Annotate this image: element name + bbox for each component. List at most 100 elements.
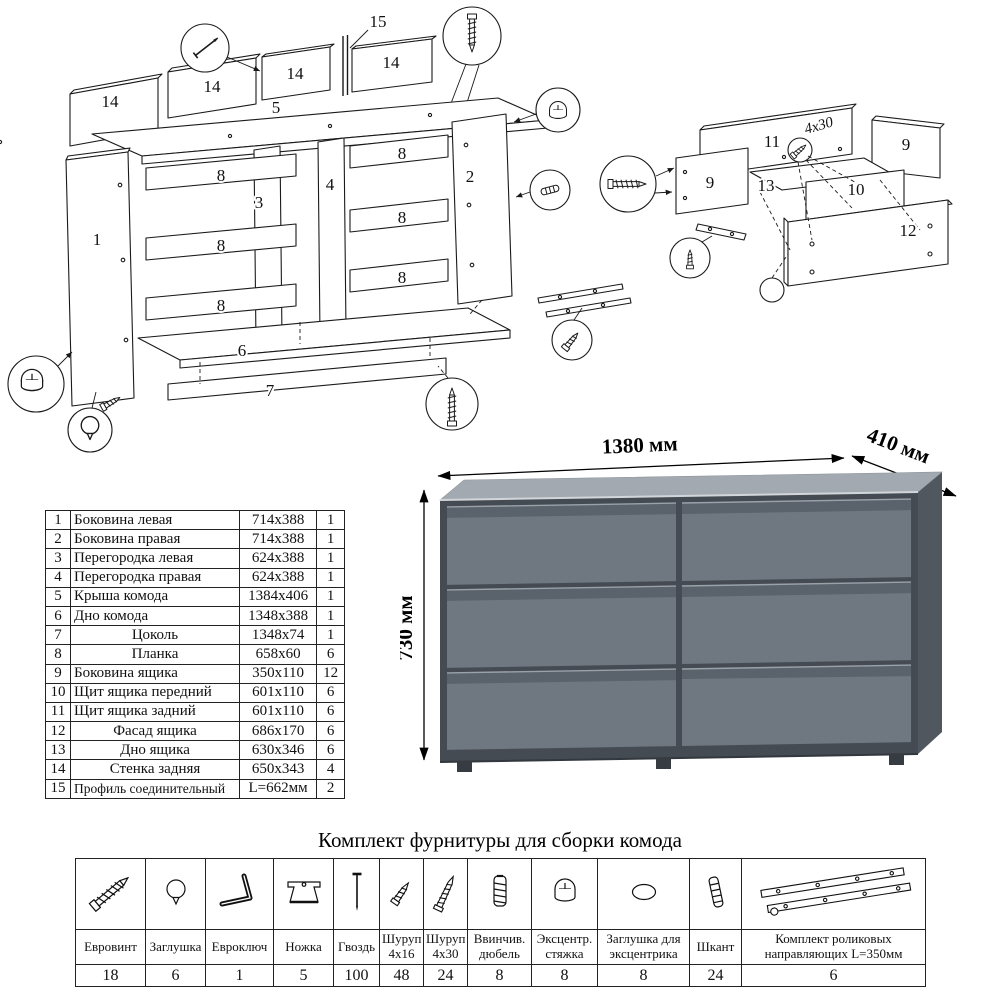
dresser-leg: [889, 754, 904, 765]
nail-icon: [352, 872, 361, 911]
hardware-name: Шуруп 4х30: [423, 929, 468, 965]
hardware-name: Ножка: [273, 929, 334, 965]
hardware-name: Гвоздь: [333, 929, 380, 965]
plank: [145, 283, 297, 321]
hardware-qty: 24: [689, 964, 742, 987]
screw-callout-slide: [551, 307, 593, 361]
drawer-front: [681, 664, 912, 746]
hardware-qty: 6: [145, 964, 206, 987]
dowel-position-marker: [759, 253, 789, 303]
part-label-11: 11: [764, 132, 780, 151]
bottom-panel: [137, 307, 511, 369]
hardware-qty: 6: [741, 964, 926, 987]
dresser-side-face: [918, 472, 942, 754]
hardware-names-row: Евровинт Заглушка Евроключ Ножка Гвоздь …: [75, 929, 926, 965]
svg-text:1380 мм: 1380 мм: [601, 431, 678, 458]
cap-icon: [166, 878, 186, 905]
part-label-8: 8: [217, 296, 226, 315]
construction-lines: [759, 179, 921, 251]
dresser-render: 1380 мм 410 мм 730 мм: [400, 430, 957, 772]
part-label-10: 10: [848, 180, 865, 199]
part-label-12: 12: [900, 221, 917, 240]
hardware-qty: 5: [273, 964, 334, 987]
dresser-leg: [457, 761, 472, 772]
hardware-qty: 18: [75, 964, 146, 987]
screw-4x30-detail: [787, 137, 863, 241]
dresser-body: [439, 471, 943, 772]
part-label-8: 8: [398, 144, 407, 163]
part-label-9: 9: [706, 173, 715, 192]
dowel-callout-right: [515, 169, 571, 211]
drawer-front: [446, 585, 677, 668]
drawer-exploded-view: 11 9 9 13 10 12 4x30: [599, 103, 953, 303]
drawer-front: [681, 581, 912, 664]
screw-4x16-icon: [389, 880, 410, 907]
top-edge-highlight: [439, 491, 919, 501]
nail-callout: [180, 23, 261, 73]
drawer-front: [446, 502, 677, 585]
hardware-name: Ввинчив. дюбель: [467, 929, 532, 965]
construction-lines: [199, 299, 483, 384]
hardware-qty: 1: [205, 964, 274, 987]
exploded-diagram: 14 14 14 14 15 5 1 3 4 2 8 8 8 8 8 8 6 7: [0, 6, 953, 453]
hardware-name: Шкант: [689, 929, 742, 965]
threaded-dowel-icon: [492, 874, 507, 907]
dresser-leg: [656, 758, 671, 769]
svg-text:730 мм: 730 мм: [400, 595, 417, 660]
carcass-exploded-view: 14 14 14 14 15 5 1 3 4 2 8 8 8 8 8 8 6 7: [0, 6, 632, 453]
cam-cap-icon: [631, 883, 656, 900]
part-label-6: 6: [238, 341, 247, 360]
screw-callout-bottom: [425, 365, 479, 431]
hardware-name: Евровинт: [75, 929, 146, 965]
hardware-table: Евровинт Заглушка Евроключ Ножка Гвоздь …: [75, 858, 926, 987]
hardware-qty-row: 18 6 1 5 100 48 24 8 8 8 24 6: [75, 964, 926, 987]
hardware-name: Комплект роликовых направляющих L=350мм: [741, 929, 926, 965]
drawer-slide-rail: [537, 283, 632, 318]
part-label-8: 8: [398, 208, 407, 227]
svg-text:410 мм: 410 мм: [864, 430, 934, 468]
plank: [349, 134, 449, 169]
part-label-14: 14: [383, 53, 401, 72]
part-label-5: 5: [272, 98, 281, 117]
back-panel-left: [69, 73, 163, 147]
back-panel: [261, 43, 335, 101]
connecting-profile: [342, 29, 369, 96]
part-label-8: 8: [217, 236, 226, 255]
slide-bracket: [695, 223, 747, 241]
part-label-14: 14: [287, 64, 305, 83]
back-panel: [351, 35, 437, 93]
plank: [145, 223, 297, 261]
hardware-qty: 8: [467, 964, 532, 987]
drawer-front: [446, 668, 677, 750]
cam-lock-callout-right: [513, 87, 581, 133]
height-dimension: 730 мм: [400, 489, 429, 761]
part-label-7: 7: [266, 381, 275, 400]
screw-callout-drawer: [669, 235, 713, 279]
part-label-8: 8: [398, 268, 407, 287]
part-label-2: 2: [466, 167, 475, 186]
hardware-kit-title: Комплект фурнитуры для сборки комода: [317, 828, 682, 852]
part-label-8: 8: [217, 166, 226, 185]
part-label-4: 4: [326, 175, 335, 194]
drawer-slides-icon: [759, 866, 911, 916]
part-label-13: 13: [758, 176, 775, 195]
hardware-icons-row: [75, 858, 926, 930]
hardware-qty: 8: [531, 964, 598, 987]
side-panel-left: [65, 147, 135, 407]
hardware-name: Шуруп 4х16: [379, 929, 424, 965]
confirmat-screw-icon: [88, 876, 129, 912]
drawer-facade: [783, 199, 953, 287]
hex-key-icon: [219, 873, 252, 906]
part-label-9: 9: [902, 135, 911, 154]
plinth: [167, 357, 447, 401]
drawer-side-panel: [871, 115, 945, 179]
